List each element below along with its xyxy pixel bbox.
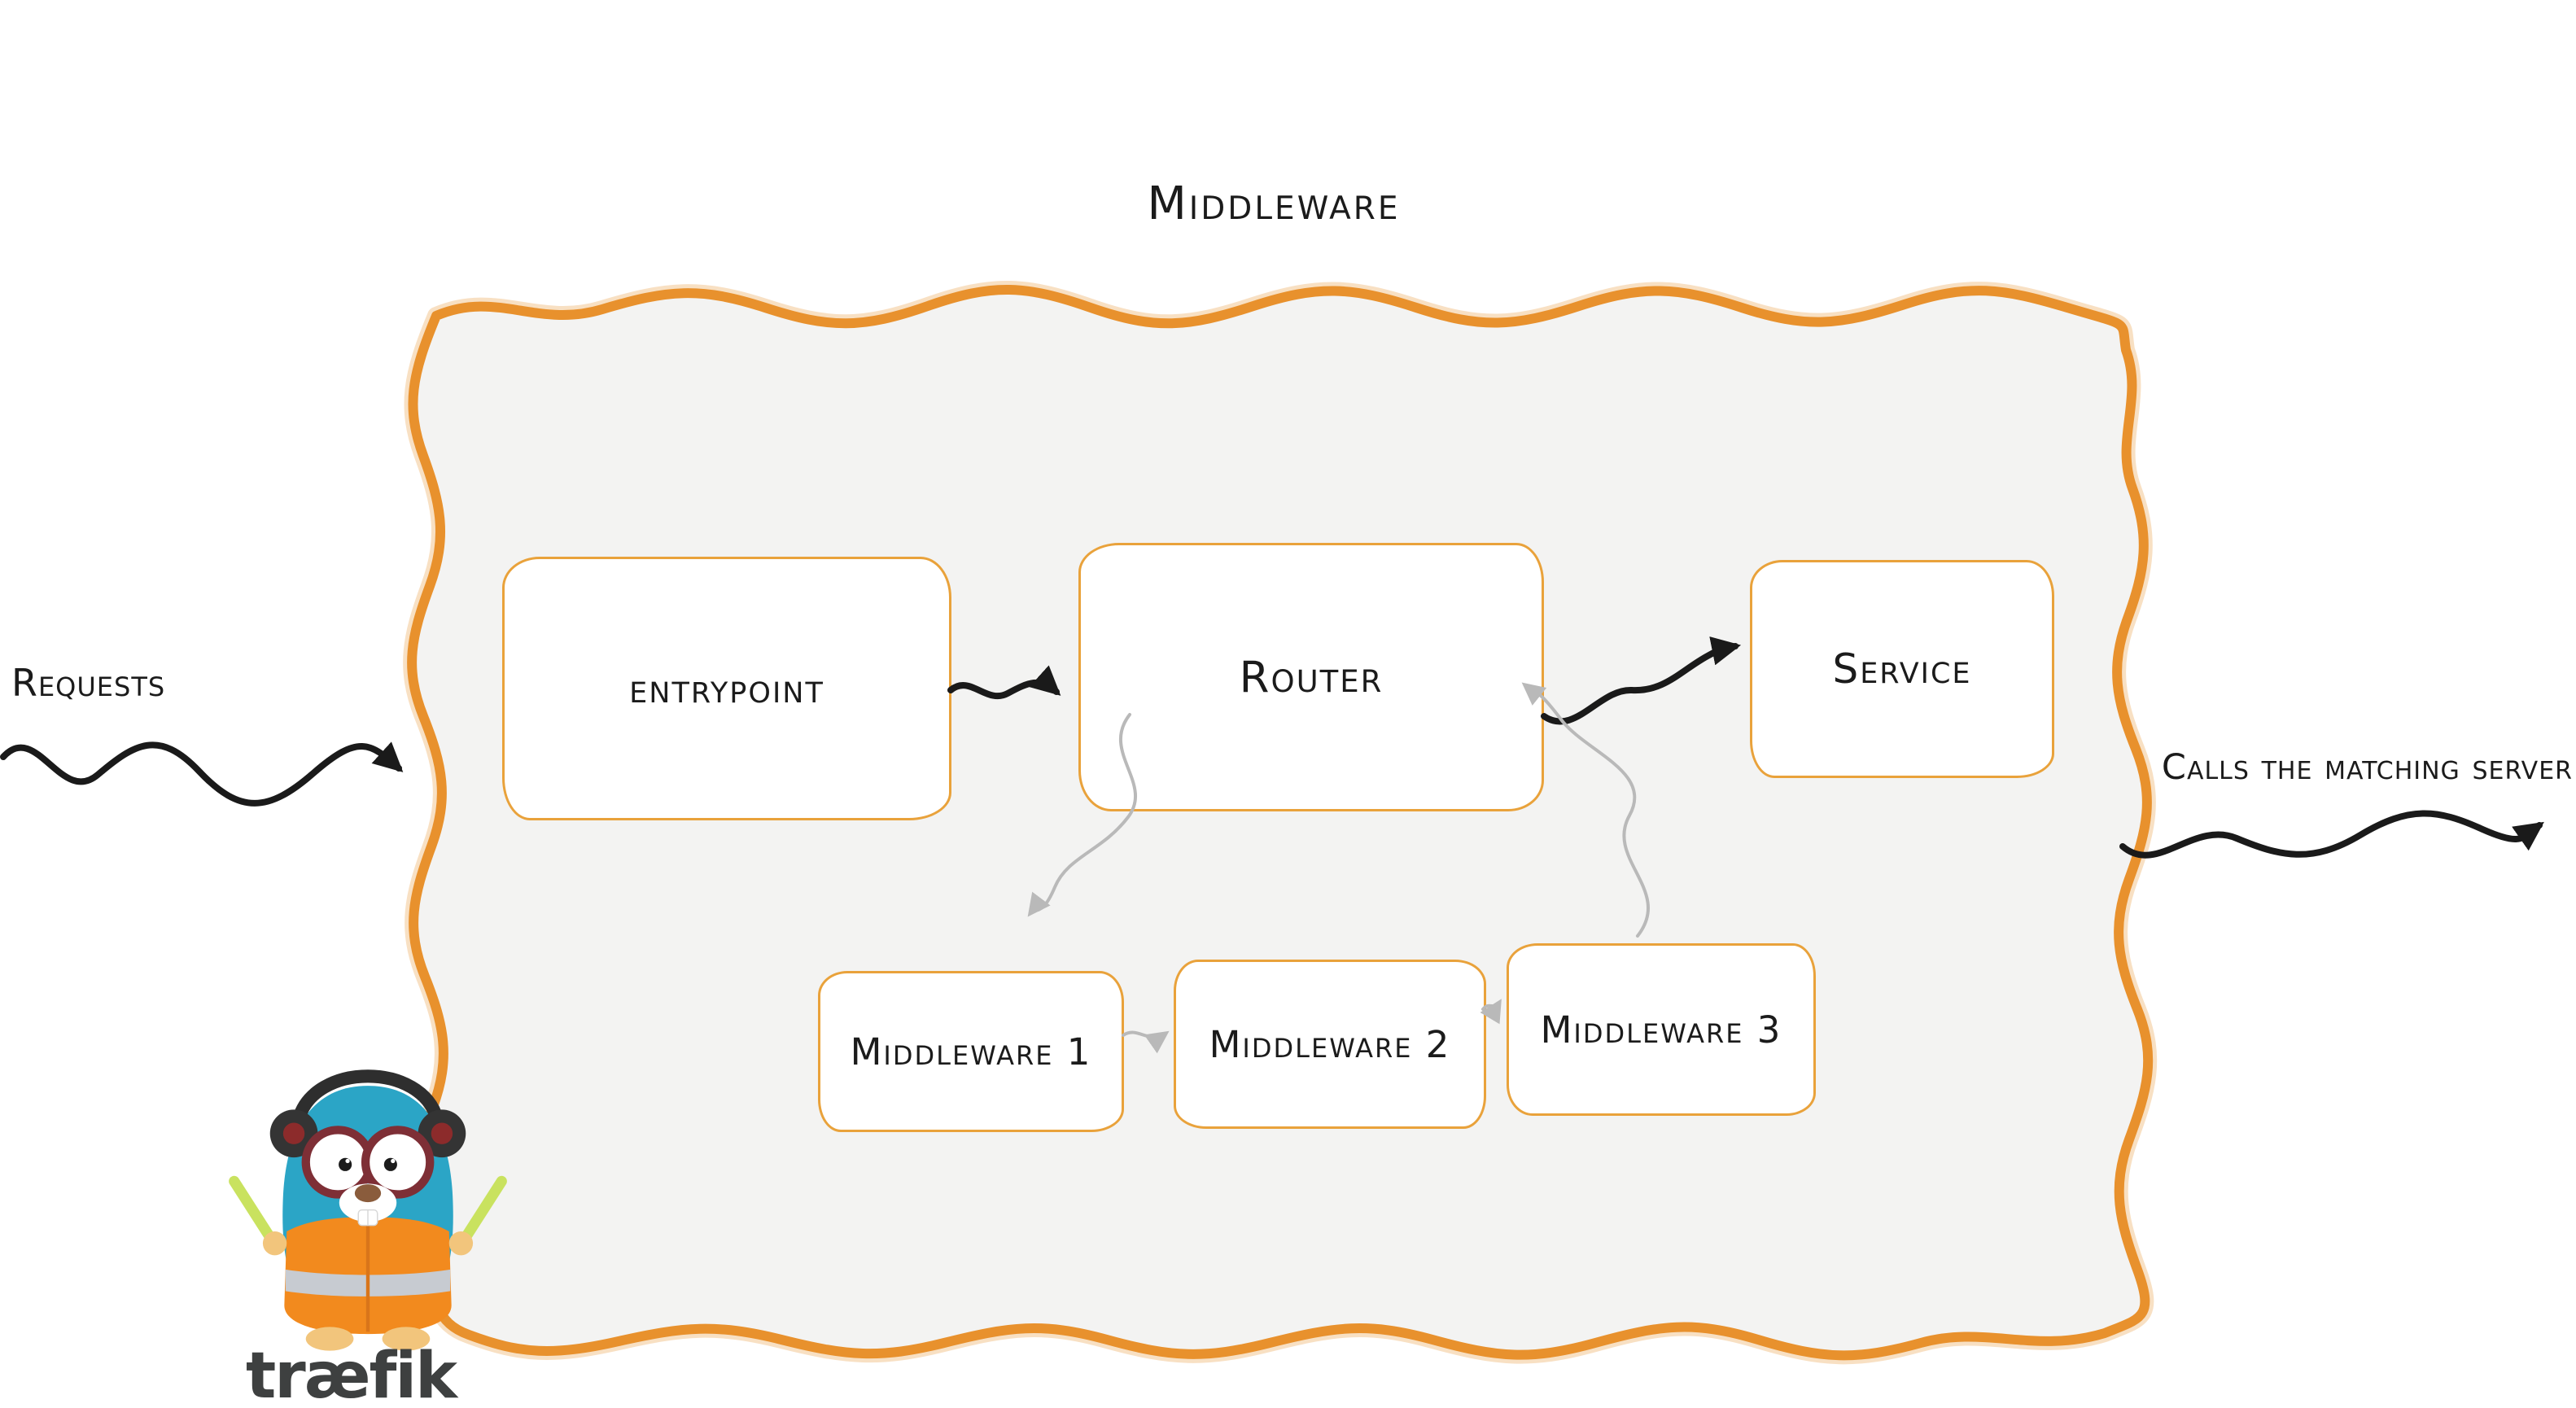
node-middleware-2: Middleware 2 xyxy=(1174,960,1486,1129)
node-middleware-1-label: Middleware 1 xyxy=(850,1030,1092,1073)
safety-vest xyxy=(284,1217,452,1335)
node-middleware-2-label: Middleware 2 xyxy=(1209,1022,1451,1066)
node-middleware-1: Middleware 1 xyxy=(818,971,1124,1132)
node-service-label: Service xyxy=(1832,645,1972,693)
node-service: Service xyxy=(1750,560,2054,778)
node-entrypoint: entrypoint xyxy=(502,557,951,820)
node-entrypoint-label: entrypoint xyxy=(629,665,824,712)
headphones-icon xyxy=(269,1069,466,1158)
traefik-wordmark: træfik xyxy=(246,1340,457,1408)
node-router-label: Router xyxy=(1239,652,1384,702)
node-router: Router xyxy=(1078,543,1544,811)
gopher-hands-feet xyxy=(262,1231,474,1351)
requests-label: Requests xyxy=(11,661,166,705)
node-middleware-3: Middleware 3 xyxy=(1507,943,1816,1116)
middleware-panel-outline xyxy=(407,284,2154,1361)
marshalling-batons-icon xyxy=(229,1175,507,1247)
traefik-gopher-logo xyxy=(229,1069,507,1351)
node-middleware-3-label: Middleware 3 xyxy=(1540,1008,1782,1052)
calls-matching-server-label: Calls the matching server xyxy=(2161,747,2573,788)
diagram-title: Middleware xyxy=(1147,177,1401,230)
gopher-snout xyxy=(339,1183,397,1227)
goggles-icon xyxy=(301,1126,435,1199)
